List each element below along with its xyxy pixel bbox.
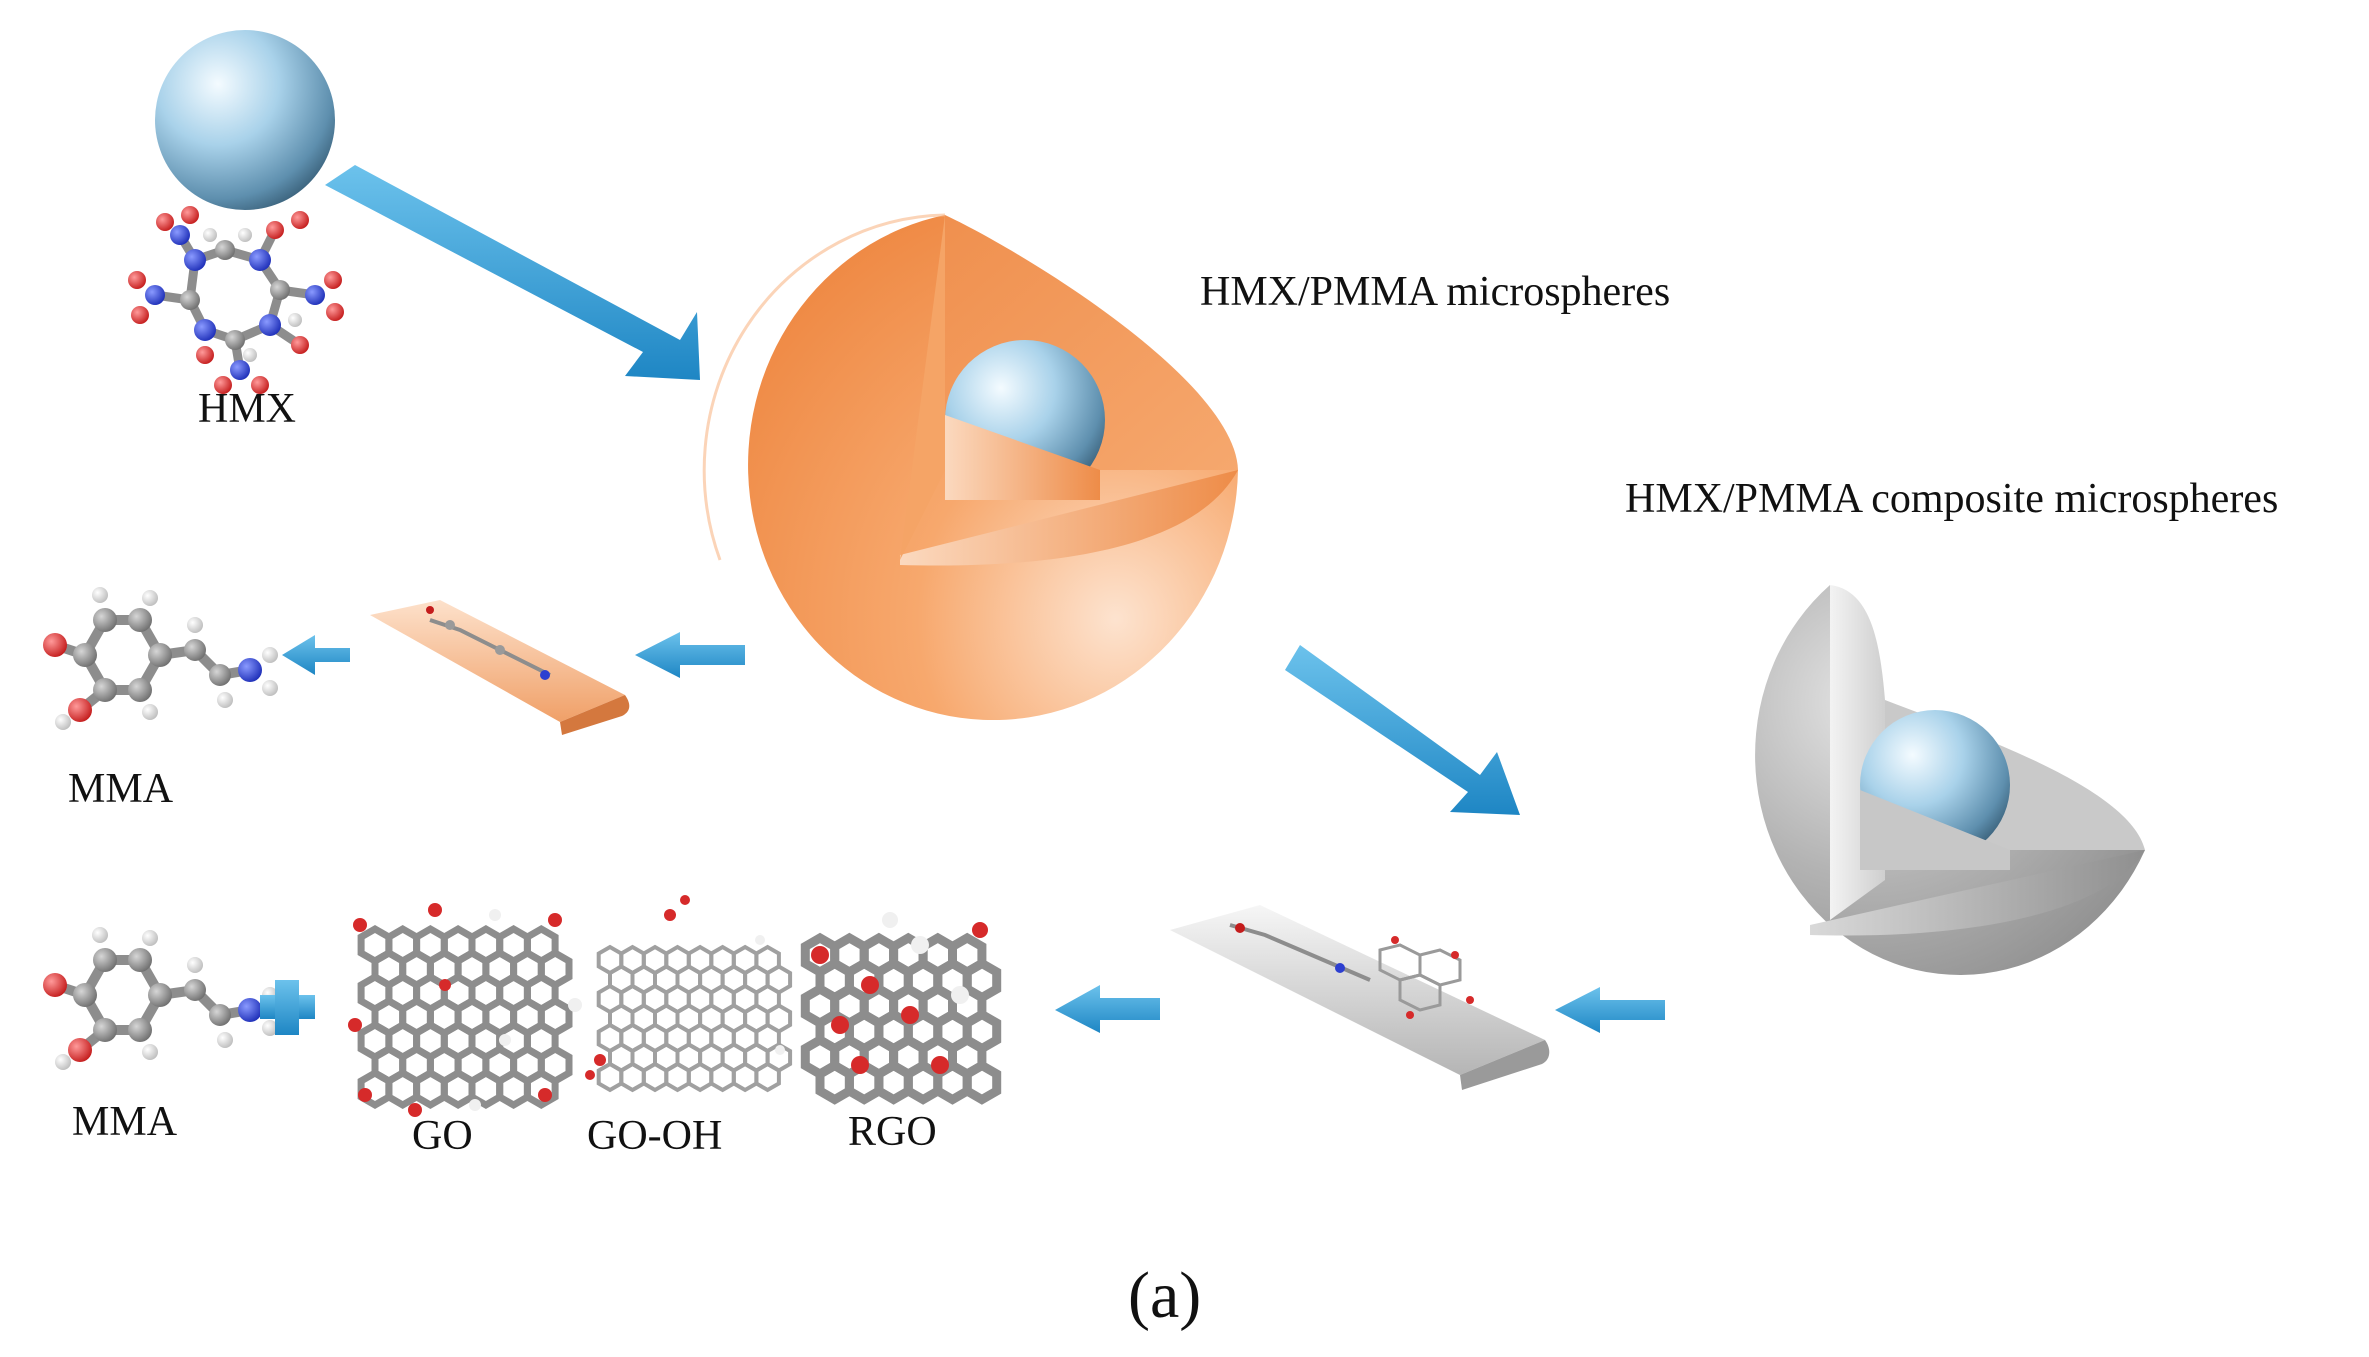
mma-molecule-icon: [43, 587, 278, 730]
mma-label-top: MMA: [68, 766, 174, 812]
arrow-icon: [325, 165, 700, 380]
figure-caption: (a): [1128, 1259, 1202, 1332]
mma-molecule-icon: [43, 927, 278, 1070]
go-oh-sheet-icon: [585, 895, 793, 1093]
arrow-icon: [1285, 645, 1520, 815]
hmx-sphere-icon: [155, 30, 335, 210]
mma-label-bottom: MMA: [72, 1099, 178, 1145]
go-label: GO: [412, 1113, 473, 1159]
composite-microsphere-icon: [1755, 585, 2145, 976]
arrow-icon: [635, 632, 745, 678]
arrow-icon: [282, 635, 350, 675]
hmx-molecule-icon: [128, 206, 344, 394]
plus-icon: [260, 980, 315, 1035]
rgo-label: RGO: [848, 1109, 937, 1155]
pmma-microsphere-icon: [702, 213, 1238, 721]
gray-plate-icon: [1170, 905, 1550, 1090]
orange-plate-icon: [370, 600, 630, 735]
go-oh-label: GO-OH: [587, 1113, 723, 1159]
hmx-label: HMX: [198, 386, 297, 432]
hmx-pmma-label: HMX/PMMA microspheres: [1200, 269, 1671, 315]
arrow-icon: [1555, 987, 1665, 1033]
hmx-pmma-composite-label: HMX/PMMA composite microspheres: [1625, 476, 2279, 522]
go-sheet-icon: [348, 903, 582, 1117]
rgo-sheet-icon: [800, 912, 1002, 1105]
arrow-icon: [1055, 985, 1160, 1033]
